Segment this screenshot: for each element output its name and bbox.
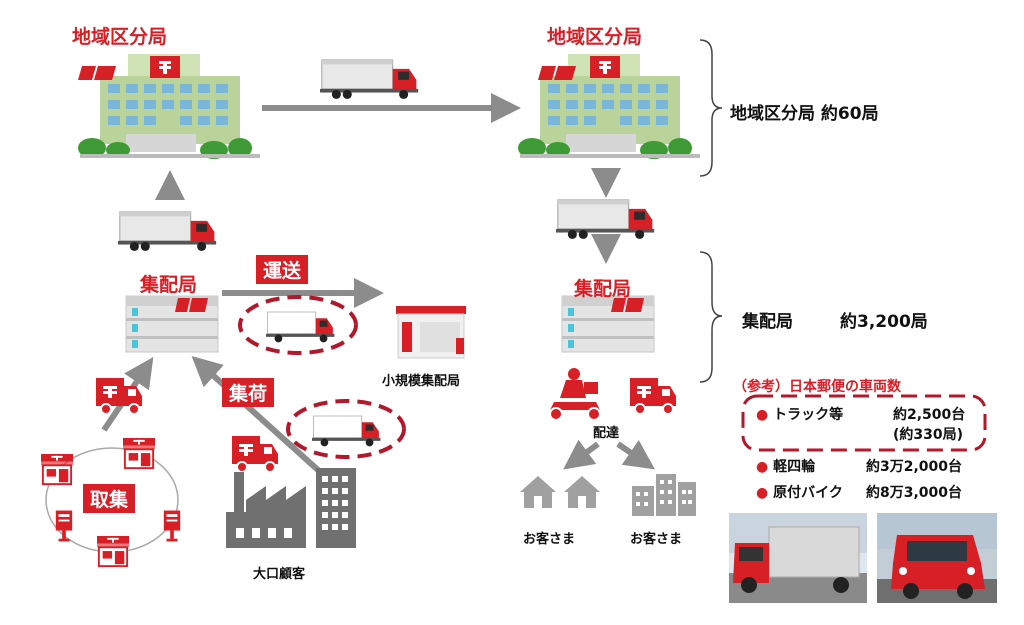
house-icon-1 [520,476,556,508]
office-tower-icon [316,468,356,548]
delivery-office-left-title: 集配局 [140,274,198,296]
jp-logo-right-office [611,298,644,312]
truck-hub-to-office [556,199,655,240]
delivery-label: 配達 [593,426,620,441]
mailbox-icon-1 [55,510,73,542]
delivery-count-name: 集配局 [742,312,793,332]
yupack-truck-top [266,311,335,343]
small-office-label: 小規模集配局 [382,374,461,389]
house-icon-2 [564,476,600,508]
large-customer-label: 大口顧客 [253,567,306,582]
legend-trucks-row: ● トラック等 [756,404,843,424]
scooter-icon [549,368,601,421]
legend-kei-label: 軽四輪 [773,459,816,475]
yupack-truck-bottom [312,415,381,447]
jp-logo-left-office [175,298,208,312]
factory-icon [226,472,306,548]
red-truck-icon-delivery [629,377,677,415]
regional-hub-left-title: 地域区分局 [72,26,168,48]
jp-logo-right-hub [538,66,576,80]
delivery-count-value: 約3,200局 [840,312,928,332]
yupack-highlight-bottom [286,399,406,459]
collection-badge: 取集 [83,484,136,513]
legend-trucks-label: トラック等 [773,407,844,423]
legend-trucks-sub: (約330局) [893,427,964,443]
legend-moped-value: 約8万3,000台 [866,485,963,501]
apartment-icon [632,474,696,516]
jp-logo-left-hub [78,66,116,80]
mailbox-icon-2 [163,510,181,542]
regional-hub-right-title: 地域区分局 [547,26,643,48]
post-shop-icon-2 [122,438,156,470]
red-truck-icon-pickup [231,435,279,473]
legend-trucks-value: 約2,500台 [893,407,966,423]
transport-badge: 運送 [256,255,309,284]
legend-moped-row: ● 原付バイク [756,482,843,502]
truck-hub-to-hub [320,59,419,100]
customer-label-b: お客さま [630,532,683,547]
legend-kei-row: ● 軽四輪 [756,456,815,476]
small-post-office-building [396,306,466,359]
right-brackets [699,39,723,383]
legend-kei-value: 約3万2,000台 [866,459,963,475]
regional-count-label: 地域区分局 約60局 [730,104,879,124]
kei-vehicle-photo [877,513,997,603]
legend-bullet-3: ● [756,485,769,501]
truck-photo [729,513,867,603]
legend-title: （参考）日本郵便の車両数 [733,379,901,395]
truck-office-to-hub [118,211,217,252]
post-shop-icon-1 [40,454,74,486]
legend-bullet-1: ● [756,407,769,423]
customer-label-a: お客さま [523,532,576,547]
pickup-badge: 集荷 [222,378,275,407]
flow-arrows [101,93,655,473]
arrow-pickup-to-office [191,355,321,473]
delivery-office-right-title: 集配局 [574,278,632,300]
legend-moped-label: 原付バイク [773,485,843,501]
legend-bullet-2: ● [756,459,769,475]
yupack-highlight-top [238,295,358,355]
legend-truck-highlight [741,394,987,452]
arrow-delivery-right [616,440,655,470]
post-shop-icon-3 [96,536,130,568]
arrow-delivery-left [563,439,600,470]
regional-hub-left-building [78,54,260,159]
regional-hub-right-building [518,54,700,159]
